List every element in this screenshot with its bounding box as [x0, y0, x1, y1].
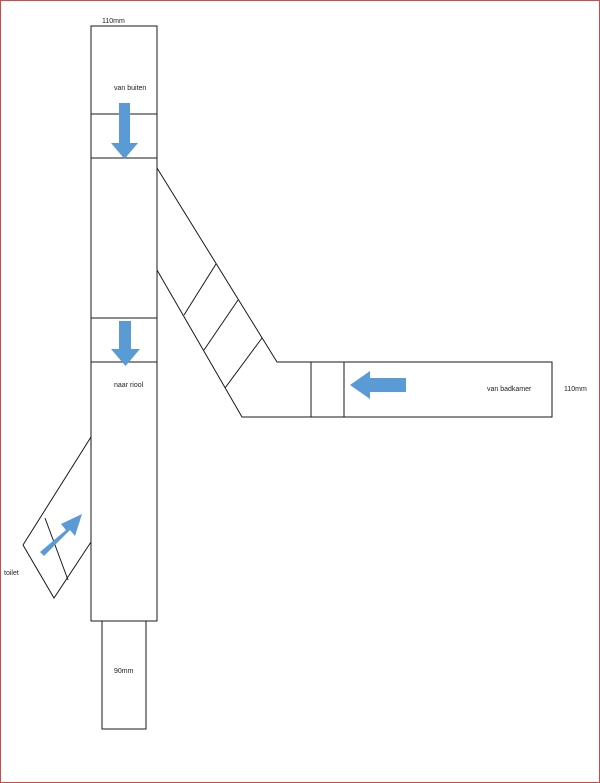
bottom-pipe-90mm — [101, 620, 147, 730]
toilet-branch-outline — [22, 435, 92, 599]
branch-joint-line — [183, 263, 217, 316]
toilet-label: toilet — [4, 570, 19, 577]
toilet-joint-line — [44, 517, 69, 581]
horizontal-pipe-outline — [310, 361, 553, 418]
branch-upper-edge — [156, 167, 311, 363]
branch-joint-line — [224, 337, 263, 389]
arrow-down-icon — [111, 103, 138, 159]
diagonal-branch-pipe — [156, 167, 311, 418]
arrow-down-icon — [111, 321, 140, 366]
toilet-branch-pipe — [22, 435, 92, 599]
branch-lower-edge — [156, 269, 311, 418]
branch-joint-line — [203, 299, 239, 351]
right-size-label: 110mm — [564, 386, 587, 393]
inlet-outside-label: van buiten — [114, 85, 146, 92]
inlet-bathroom-label: van badkamer — [487, 386, 532, 393]
top-size-label: 110mm — [102, 18, 125, 25]
arrow-up-right-icon — [40, 514, 82, 556]
outlet-sewer-label: naar riool — [114, 382, 144, 389]
arrow-left-icon — [350, 371, 406, 399]
bottom-size-label: 90mm — [114, 668, 134, 675]
horizontal-bathroom-pipe — [310, 361, 553, 418]
